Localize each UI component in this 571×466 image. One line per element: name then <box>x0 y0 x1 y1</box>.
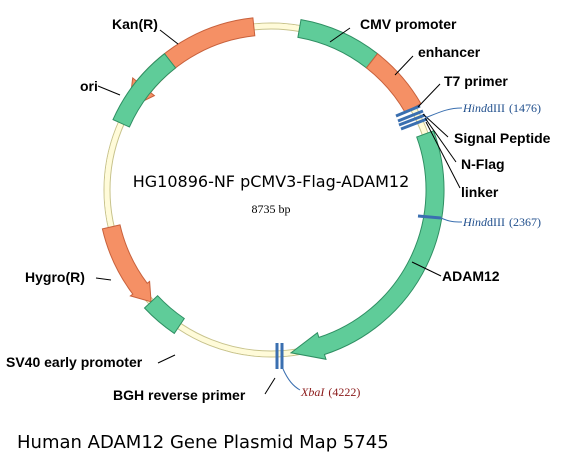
nflag-label: N-Flag <box>461 156 505 172</box>
kan-label: Kan(R) <box>112 16 158 32</box>
t7-label: T7 primer <box>444 73 508 89</box>
adam12-leader <box>411 261 442 277</box>
bgh-leader <box>264 377 276 395</box>
sv40-label: SV40 early promoter <box>6 354 143 370</box>
t7-leader <box>417 83 441 108</box>
hygro-r-arrow <box>101 224 152 303</box>
hindiii-1476-suffix: dIII <box>487 101 505 115</box>
enhancer-label: enhancer <box>418 44 481 60</box>
plasmid-length: 8735 bp <box>252 202 291 216</box>
xbai-pos: (4222) <box>328 385 360 399</box>
signal-peptide-mark <box>397 109 424 123</box>
adam12-label: ADAM12 <box>442 268 500 284</box>
t7-mark <box>395 104 421 118</box>
enhancer-segment <box>365 52 422 114</box>
hindiii-2367-suffix: dIII <box>487 215 505 229</box>
cmv-label: CMV promoter <box>360 16 457 32</box>
bgh-label: BGH reverse primer <box>113 387 246 403</box>
linker-mark <box>400 117 428 131</box>
sv40-promoter-segment <box>143 294 185 335</box>
ori-segment <box>112 52 177 128</box>
hindiii-2367-pos: (2367) <box>509 215 541 229</box>
ori-label: ori <box>80 78 98 94</box>
adam12-arrow <box>289 130 445 360</box>
nflag-leader <box>424 117 457 163</box>
plasmid-name: HG10896-NF pCMV3-Flag-ADAM12 <box>133 172 410 191</box>
hindiii-2367-label: HinddIII (2367) <box>462 215 541 229</box>
hindiii-2367-mark <box>417 214 442 220</box>
hindiii-2367-enzyme: Hind <box>462 215 488 229</box>
nflag-mark <box>398 113 426 127</box>
linker-leader <box>425 121 461 189</box>
kan-leader <box>159 29 179 45</box>
hindiii-1476-pos: (1476) <box>509 101 541 115</box>
hindiii-1476-leader <box>424 107 463 119</box>
hindiii-1476-label: HinddIII (1476) <box>462 101 541 115</box>
sv40-leader <box>157 354 176 364</box>
signal-leader <box>422 113 449 138</box>
site-leaders <box>282 107 463 391</box>
enhancer-leader <box>394 55 414 76</box>
site-marks <box>275 104 442 369</box>
hygro-label: Hygro(R) <box>25 269 85 285</box>
figure-caption: Human ADAM12 Gene Plasmid Map 5745 <box>17 432 389 453</box>
xbai-label: XbaI(4222) <box>300 385 360 399</box>
xbai-leader <box>282 368 301 391</box>
hindiii-2367-leader <box>440 217 463 223</box>
ori-leader <box>97 85 121 96</box>
hindiii-1476-enzyme: Hind <box>462 101 488 115</box>
hygro-leader <box>95 277 112 281</box>
xbai-enzyme: XbaI <box>300 385 325 399</box>
linker-label: linker <box>461 184 499 200</box>
leader-lines <box>95 27 461 395</box>
signal-peptide-label: Signal Peptide <box>454 130 551 146</box>
cmv-leader <box>329 27 351 43</box>
